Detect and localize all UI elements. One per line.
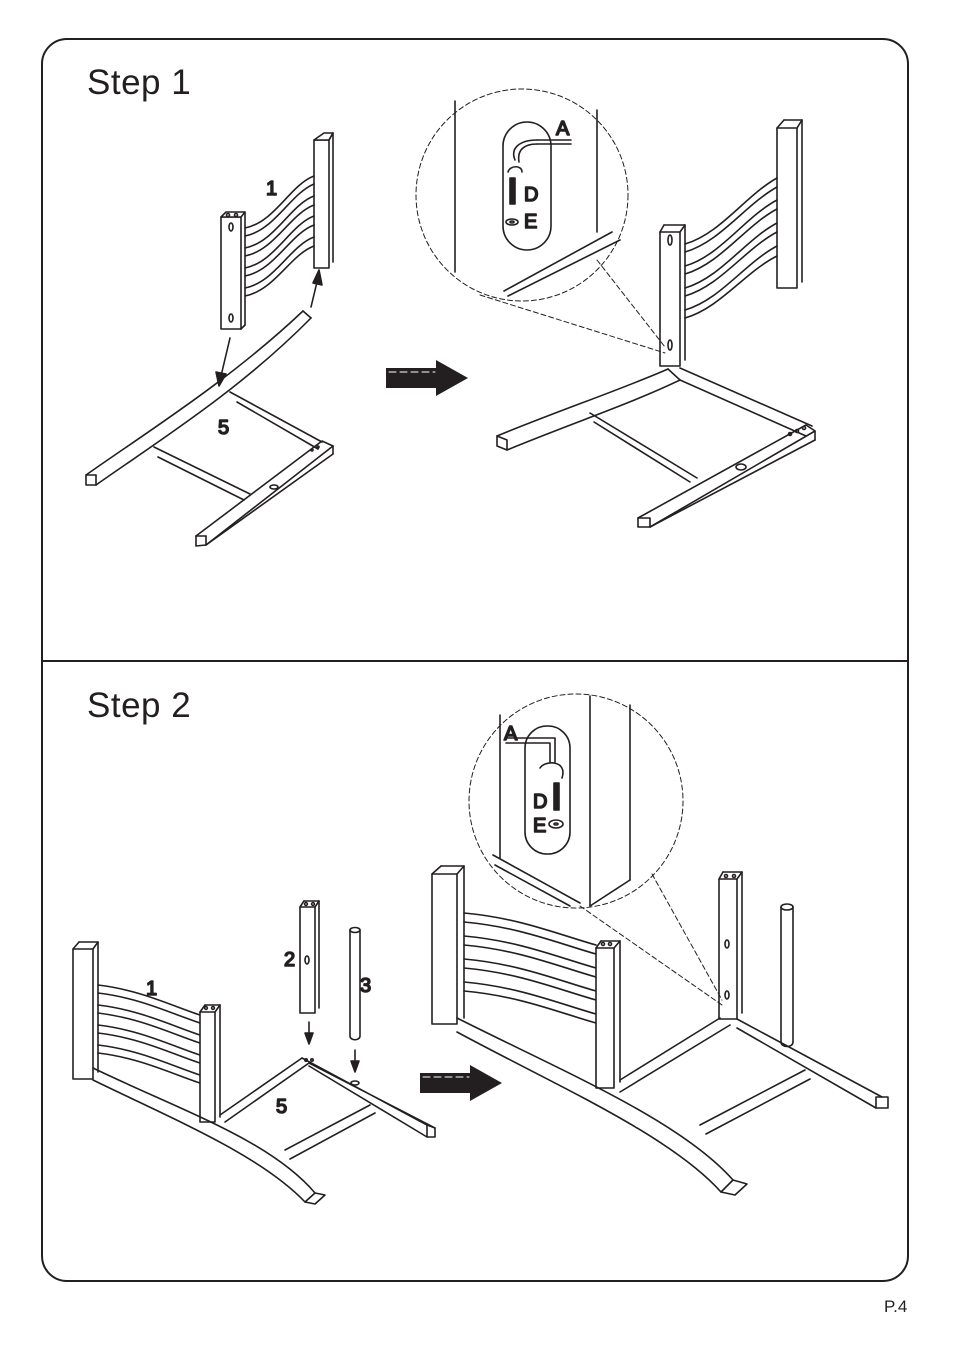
step1-detail-callout: A D E <box>416 89 665 353</box>
step2-label-frame: 5 <box>276 1096 287 1118</box>
step2-direction-arrow <box>420 1065 502 1101</box>
step2-label-bolt: D <box>533 791 547 813</box>
step1-label-washer: E <box>524 211 537 233</box>
step1-back-panel <box>221 133 333 329</box>
step2-assembled-view <box>432 866 888 1195</box>
step2-label-post: 3 <box>360 975 371 997</box>
step1-label-bolt: D <box>524 184 538 206</box>
step2-label-wrench: A <box>504 723 518 745</box>
step1-label-frame: 5 <box>218 417 229 439</box>
step2-exploded-view: 1 2 3 5 <box>73 901 435 1204</box>
step1-direction-arrow <box>386 360 468 396</box>
page-number: P.4 <box>884 1297 907 1317</box>
step1-seat-frame <box>86 311 333 546</box>
step1-label-back: 1 <box>266 178 277 200</box>
step2-label-leg: 2 <box>284 949 295 971</box>
step2-label-washer: E <box>533 815 546 837</box>
step2-label-back: 1 <box>146 978 157 1000</box>
step1-label-wrench: A <box>556 118 570 140</box>
step1-exploded-view: 1 5 <box>86 133 333 546</box>
